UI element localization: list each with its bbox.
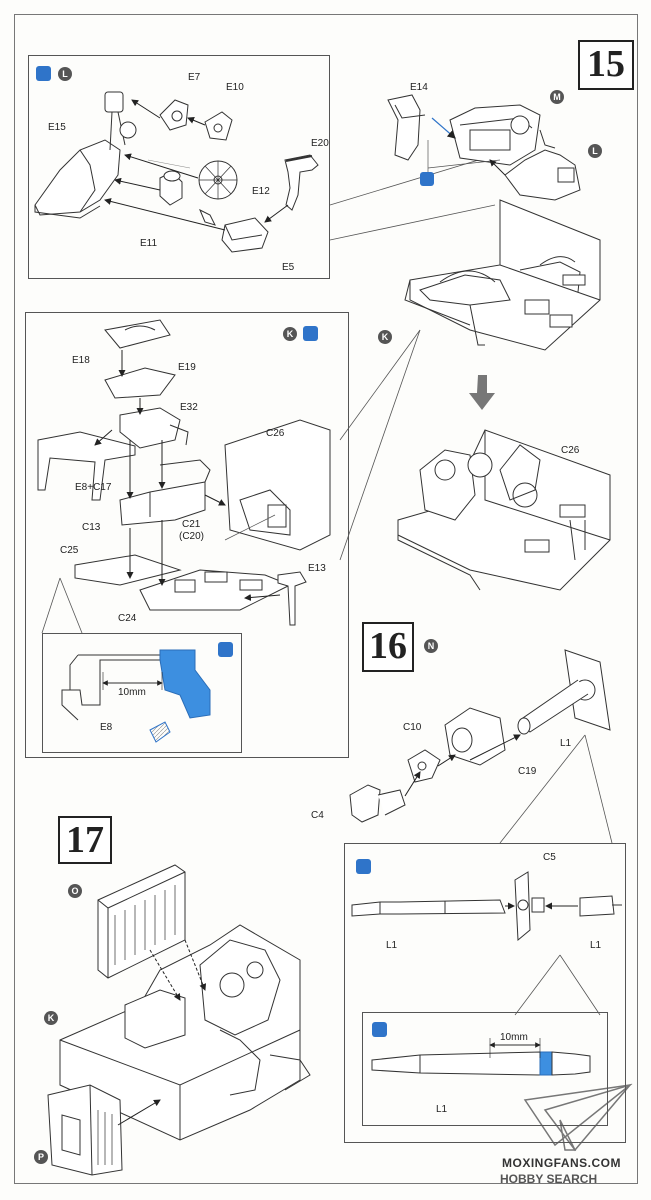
part-label-e13: E13	[308, 563, 326, 574]
part-group-l-marker-main: L	[588, 144, 602, 158]
l1-sub-detail-box	[362, 1012, 608, 1126]
part-group-m-marker: M	[550, 90, 564, 104]
part-label-c26-inset: C26	[266, 428, 285, 439]
inset-box-l	[28, 55, 330, 279]
l1-sub-detail-drawing	[371, 1038, 591, 1076]
step-arrow	[469, 375, 495, 410]
inset-box-k	[25, 312, 349, 758]
part-label-l1-sub: L1	[436, 1104, 448, 1115]
inset-k-drawing	[37, 319, 331, 634]
part-label-c26-result: C26	[561, 445, 580, 456]
step17-drawing	[47, 864, 311, 1176]
part-label-c10: C10	[403, 722, 422, 733]
dimension-10mm-l1: 10mm	[500, 1032, 528, 1043]
step16-drawing	[349, 649, 613, 844]
part-label-c24: C24	[118, 613, 137, 624]
watermark-line1: MOXINGFANS.COM	[502, 1156, 622, 1170]
part-label-c25: C25	[60, 545, 79, 556]
part-group-n-marker: N	[424, 639, 438, 653]
part-label-e12: E12	[252, 186, 270, 197]
paint-brush-icon-sub	[372, 1022, 387, 1037]
paint-brush-icon-e8	[218, 642, 233, 657]
part-label-l1: L1	[560, 738, 572, 749]
paint-brush-icon-step16	[356, 859, 371, 874]
step16-detail-box	[344, 843, 626, 1143]
part-label-e20: E20	[311, 138, 329, 149]
part-label-c13: C13	[82, 522, 101, 533]
step16-detail-drawing	[351, 871, 622, 1016]
inset-l-drawing	[34, 91, 319, 253]
dimension-10mm-e8: 10mm	[118, 687, 146, 698]
paint-brush-icon	[36, 66, 51, 81]
part-group-p-marker: P	[34, 1150, 48, 1164]
page-frame	[14, 14, 638, 1184]
inset-k-marker: K	[283, 327, 297, 341]
part-group-o-marker: O	[68, 884, 82, 898]
part-label-e32: E32	[180, 402, 198, 413]
step15-main-drawing	[387, 94, 601, 351]
part-group-l-marker: L	[58, 67, 72, 81]
watermark-line2: HOBBY SEARCH	[500, 1172, 598, 1186]
part-label-c21: C21	[182, 519, 201, 530]
part-label-e11: E11	[140, 238, 158, 249]
part-label-e8-detail: E8	[100, 722, 113, 733]
part-label-e7: E7	[188, 72, 201, 83]
step15-result-drawing	[397, 429, 611, 591]
part-label-c20: (C20)	[179, 531, 205, 542]
part-label-e8-c17: E8+C17	[75, 482, 112, 493]
part-label-l1-left: L1	[386, 940, 398, 951]
part-label-e5: E5	[282, 262, 295, 273]
part-label-e14: E14	[410, 82, 428, 93]
cement-icon	[420, 172, 434, 186]
part-label-c5: C5	[543, 852, 556, 863]
part-label-e10: E10	[226, 82, 244, 93]
step-number-15: 15	[578, 40, 634, 90]
step-number-16: 16	[362, 622, 414, 672]
e8-detail-box	[42, 633, 242, 753]
part-group-k-marker-17: K	[44, 1011, 58, 1025]
part-label-e18: E18	[72, 355, 90, 366]
part-label-l1-right: L1	[590, 940, 602, 951]
part-label-e19: E19	[178, 362, 196, 373]
part-label-e15: E15	[48, 122, 66, 133]
e8-detail-drawing	[61, 649, 211, 743]
watermark-logo	[523, 1083, 633, 1152]
step-number-17: 17	[58, 816, 112, 864]
part-label-c4: C4	[311, 810, 324, 821]
part-group-k-marker: K	[378, 330, 392, 344]
glue-bottle-icon	[303, 326, 318, 341]
part-label-c19: C19	[518, 766, 537, 777]
